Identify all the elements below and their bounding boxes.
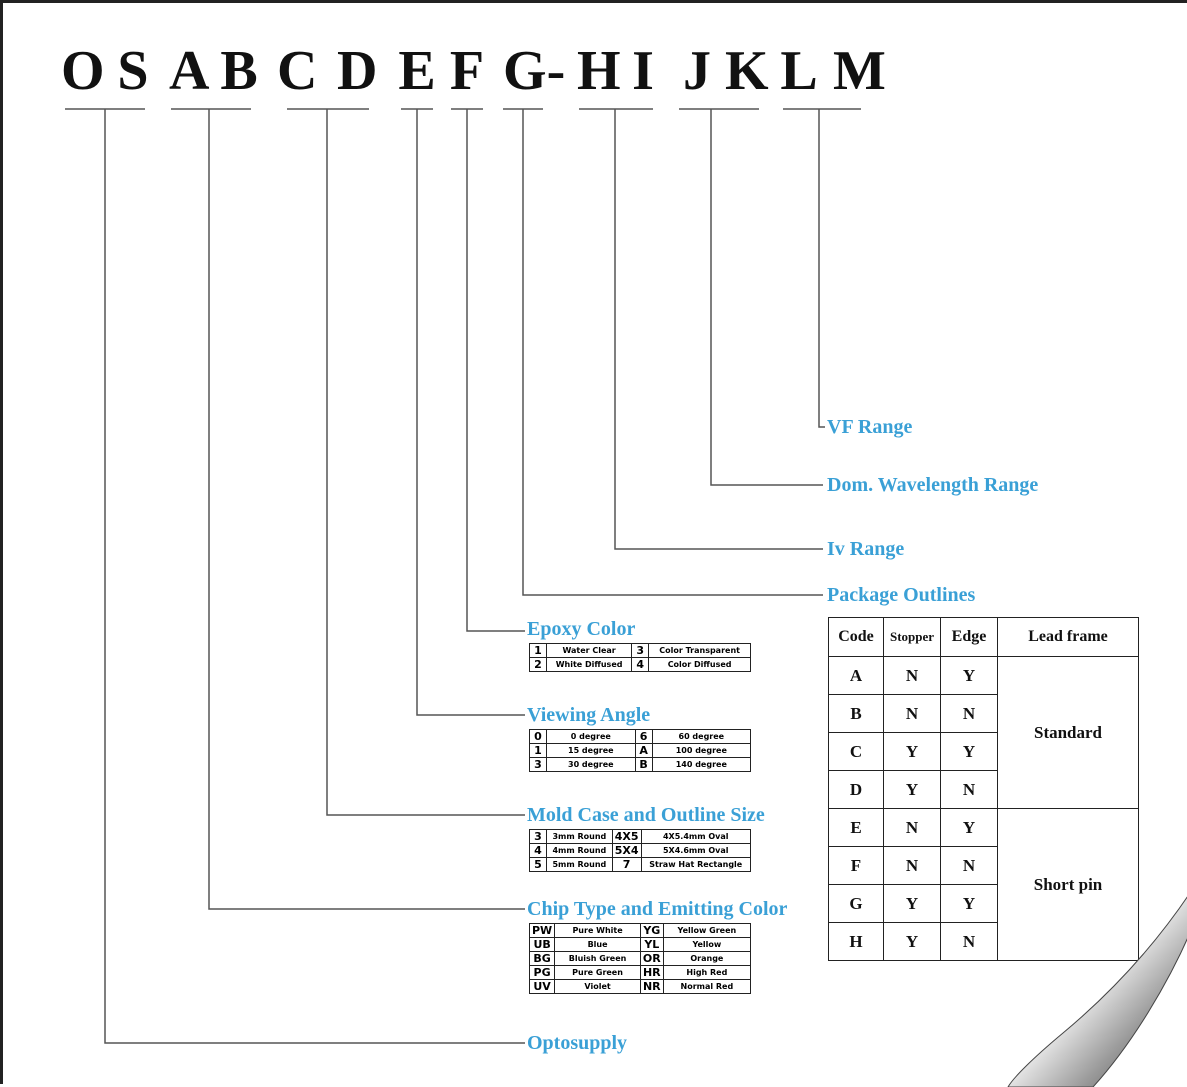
lead-frame-standard: Standard xyxy=(997,656,1139,809)
code-cell: UV xyxy=(528,979,556,994)
value-cell: 140 degree xyxy=(651,757,752,772)
part-letter: B xyxy=(220,40,258,102)
code-cell: PW xyxy=(528,923,556,938)
part-letter: J xyxy=(683,40,711,102)
edge-cell: N xyxy=(940,694,998,733)
callout-wavelength: Dom. Wavelength Range xyxy=(827,474,1039,496)
table-row: F N N xyxy=(828,846,1139,885)
part-letter: F xyxy=(449,40,485,102)
code-cell: A xyxy=(828,656,884,695)
viewing-angle-table: 0 0 degree 6 60 degree 1 15 degree A 100… xyxy=(529,729,752,772)
part-letter: L xyxy=(780,40,818,102)
part-letter: A xyxy=(169,40,210,102)
table-row: 2 White Diffused 4 Color Diffused xyxy=(529,657,751,672)
code-cell: G xyxy=(828,884,884,923)
table-row: 0 0 degree 6 60 degree xyxy=(529,729,752,744)
leader-optosupply xyxy=(104,109,525,1044)
value-cell: White Diffused xyxy=(545,657,633,672)
table-row: H Y N xyxy=(828,922,1139,961)
part-letter: - xyxy=(546,40,566,102)
code-cell: 4 xyxy=(631,657,650,672)
edge-cell: N xyxy=(940,922,998,961)
edge-cell: N xyxy=(940,770,998,809)
value-cell: 30 degree xyxy=(546,757,636,772)
package-outlines-table: Code Stopper Edge Lead frame A N Y Stand… xyxy=(828,617,1139,961)
leader-chip xyxy=(208,109,525,910)
table-row: 5 5mm Round 7 Straw Hat Rectangle xyxy=(529,857,751,872)
callout-iv-range: Iv Range xyxy=(827,538,905,560)
code-cell: 3 xyxy=(529,829,547,844)
part-letter: E xyxy=(398,40,436,102)
header-lead-frame: Lead frame xyxy=(997,617,1139,657)
part-letter: H xyxy=(577,40,621,102)
table-row: UV Violet NR Normal Red xyxy=(528,979,752,994)
leader-epoxy xyxy=(466,109,525,632)
edge-cell: Y xyxy=(940,884,998,923)
table-row: G Y Y xyxy=(828,884,1139,923)
table-row: B N N xyxy=(828,694,1139,733)
table-row: UB Blue YL Yellow xyxy=(528,937,752,952)
part-letter: S xyxy=(117,40,149,102)
table-row: PW Pure White YG Yellow Green xyxy=(528,923,752,938)
part-letter: C xyxy=(277,40,318,102)
table-row: D Y N xyxy=(828,770,1139,809)
code-cell: 5 xyxy=(529,857,547,872)
leader-vf xyxy=(818,109,825,428)
table-row: A N Y Standard xyxy=(828,656,1139,809)
leader-mold xyxy=(326,109,525,816)
edge-cell: Y xyxy=(940,732,998,771)
part-letter: O xyxy=(61,40,105,102)
callout-vf-range: VF Range xyxy=(827,416,913,438)
part-letter: G xyxy=(503,40,547,102)
table-row: 1 15 degree A 100 degree xyxy=(529,743,752,758)
callout-viewing: Viewing Angle xyxy=(527,704,651,726)
stopper-cell: Y xyxy=(883,922,941,961)
chip-type-table: PW Pure White YG Yellow Green UB Blue YL… xyxy=(528,923,752,994)
callout-optosupply: Optosupply xyxy=(527,1032,628,1054)
value-cell: 5mm Round xyxy=(546,857,613,872)
value-cell: Normal Red xyxy=(662,979,752,994)
leader-viewing xyxy=(416,109,525,716)
leader-iv xyxy=(614,109,823,550)
mold-case-table: 3 3mm Round 4X5 4X5.4mm Oval 4 4mm Round… xyxy=(529,829,751,872)
callout-epoxy: Epoxy Color xyxy=(527,618,636,640)
connector-lines xyxy=(65,108,861,1044)
code-cell: B xyxy=(828,694,884,733)
code-cell: 3 xyxy=(529,757,547,772)
edge-cell: N xyxy=(940,846,998,885)
leader-package xyxy=(522,109,823,596)
header-edge: Edge xyxy=(940,617,998,657)
value-cell: Straw Hat Rectangle xyxy=(640,857,751,872)
stopper-cell: N xyxy=(883,694,941,733)
value-cell: Violet xyxy=(554,979,641,994)
leader-wavelength xyxy=(710,109,823,486)
part-letter: K xyxy=(725,40,769,102)
value-cell: Color Diffused xyxy=(648,657,751,672)
page-curl-icon xyxy=(1003,896,1187,1087)
edge-cell: Y xyxy=(940,656,998,695)
stopper-cell: Y xyxy=(883,732,941,771)
callout-chip: Chip Type and Emitting Color xyxy=(527,898,788,920)
part-letter: D xyxy=(337,40,378,102)
table-row: C Y Y xyxy=(828,732,1139,771)
lead-frame-short-pin: Short pin xyxy=(997,808,1139,961)
code-cell: E xyxy=(828,808,884,847)
table-header-row: Code Stopper Edge Lead frame xyxy=(828,617,1139,657)
table-row: 4 4mm Round 5X4 5X4.6mm Oval xyxy=(529,843,751,858)
table-row: E N Y Short pin xyxy=(828,808,1139,961)
edge-cell: Y xyxy=(940,808,998,847)
callout-mold: Mold Case and Outline Size xyxy=(527,804,765,826)
epoxy-table: 1 Water Clear 3 Color Transparent 2 Whit… xyxy=(529,643,751,672)
value-cell: Yellow xyxy=(662,937,752,952)
table-row: 3 30 degree B 140 degree xyxy=(529,757,752,772)
stopper-cell: Y xyxy=(883,884,941,923)
code-cell: 1 xyxy=(529,743,547,758)
part-letter: I xyxy=(632,40,654,102)
callout-package: Package Outlines xyxy=(827,584,976,606)
